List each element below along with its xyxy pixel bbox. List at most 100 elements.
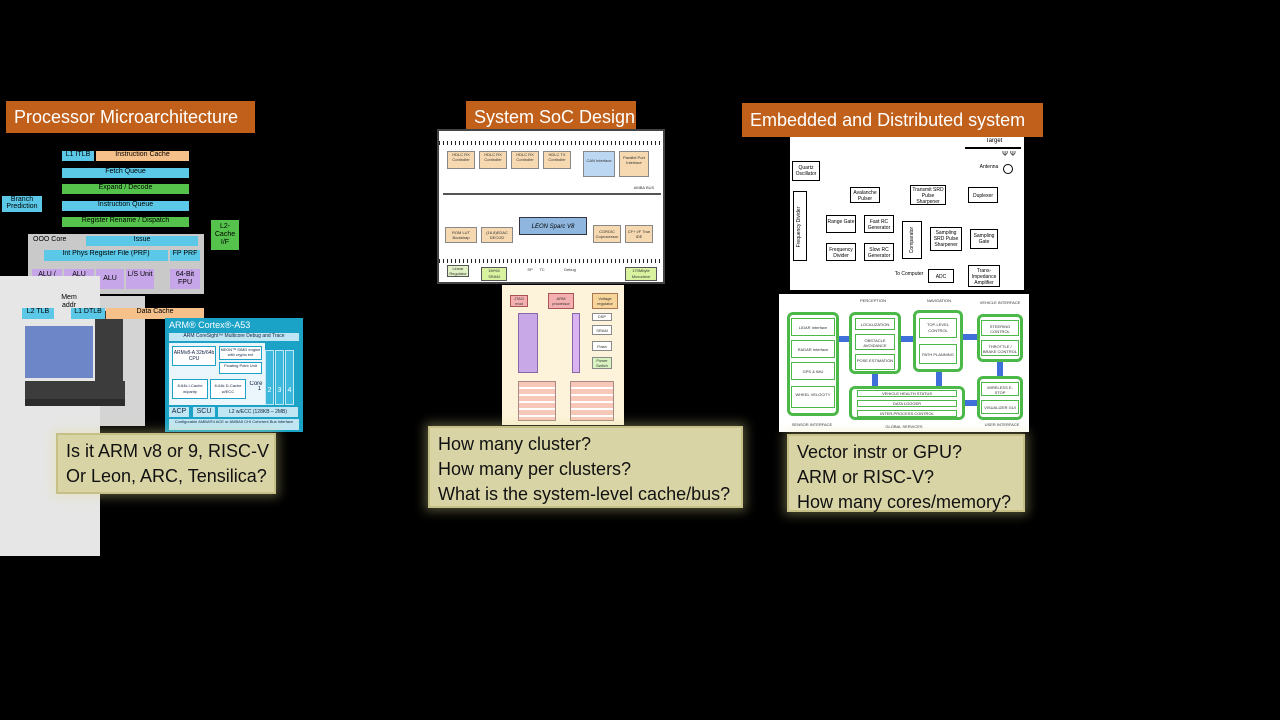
coherent-bus-block: Configurable AMBA®4 ACE or AMBA5 CHI Coh…: [169, 419, 299, 430]
neon-block: NEON™ SIMD engine with crypto ext: [219, 346, 262, 360]
processor-diagram: L1 ITLB Instruction Cache Fetch Queue Ex…: [0, 146, 245, 556]
alu-block: ALU: [96, 269, 124, 289]
acp-block: ACP: [169, 407, 189, 417]
cpu-core-floorplan: [25, 326, 93, 378]
armv8-cpu-block: ARMv8-A 32b/64b CPU: [172, 346, 216, 366]
data-cache-block: Data Cache: [106, 308, 204, 319]
l2-cache-block: L2 w/ECC (128KB – 2MB): [218, 407, 298, 417]
vehicle-health-block: VEHICLE HEALTH STATUS: [857, 390, 957, 397]
leon-soc-diagram: AMBA BUS HDLC RX Controller HDLC RX Cont…: [437, 129, 665, 284]
processor-question-1: Is it ARM v8 or 9, RISC-V: [66, 441, 270, 461]
steering-control-block: STEERING CONTROL: [981, 320, 1019, 336]
arm-processor-block: ARM processor: [548, 293, 574, 309]
fp-prf-block: FP PRF: [170, 250, 200, 261]
processor-section-title: Processor Microarchitecture: [6, 101, 255, 133]
soc-question-3: What is the system-level cache/bus?: [438, 484, 731, 504]
flash-block: Flash: [592, 341, 612, 351]
can-interface-block: CAN Interface: [583, 151, 615, 177]
instruction-cache-block: Instruction Cache: [96, 151, 189, 161]
core-1-number: 1: [257, 386, 262, 392]
adc-block: ADC: [928, 269, 954, 283]
comparator-label: Comparator: [909, 226, 915, 254]
vehicle-interface-group: [977, 314, 1023, 362]
peripheral-table-right: [570, 381, 614, 421]
freq-divider-vertical-label: Frequency Divider: [796, 206, 802, 248]
core-4-card: 4: [285, 350, 294, 405]
arrow-vehicle-user: [997, 362, 1003, 376]
antenna-label: Antenna: [979, 164, 999, 170]
l1-itlb-block: L1 ITLB: [62, 151, 94, 161]
core-label: Core: [249, 381, 263, 387]
register-rename-block: Register Rename / Dispatch: [62, 217, 189, 227]
voltage-regulator-block: Voltage regulator: [592, 293, 618, 309]
int-prf-block: Int Phys Register File (PRF): [44, 250, 168, 261]
radar-interface-block: RADAR Interface: [791, 340, 835, 358]
sp-label: SP: [527, 267, 533, 272]
power-switch-block: Power Switch: [592, 357, 612, 369]
sampling-gate-block: Sampling Gate: [970, 229, 998, 249]
global-services-label: GLOBAL SERVICES: [885, 424, 923, 429]
amba-bus-label: AMBA BUS: [633, 185, 655, 190]
core-panel: ARMv8-A 32b/64b CPU NEON™ SIMD engine wi…: [169, 343, 265, 405]
tia-block: Trans-Impedance Amplifier: [968, 265, 1000, 287]
core-3-card: 3: [275, 350, 284, 405]
cortex-a53-diagram: ARM® Cortex®-A53 ARM CoreSight™ Multicor…: [165, 318, 303, 432]
icache-block: 8-64k I-Cache w/parity: [172, 379, 208, 399]
fast-rc-block: Fast RC Generator: [864, 215, 894, 233]
sampling-sharpener-block: Sampling SRD Pulse Sharpener: [930, 227, 962, 251]
arrow-sensor-perception: [839, 336, 849, 342]
l2-cache-if-block: L2-Cache I/F: [211, 220, 239, 250]
target-line: [965, 147, 1021, 149]
slow-rc-block: Slow RC Generator: [864, 243, 894, 261]
peripheral-table-left: [518, 381, 556, 421]
top-level-control-block: TOP-LEVEL CONTROL: [919, 318, 957, 338]
soc-section-title: System SoC Design: [466, 101, 636, 133]
linear-regulator-block: Linear Regulator: [447, 265, 469, 277]
data-logger-block: DATA LOGGER: [857, 400, 957, 407]
fpu-block: 64-Bit FPU: [170, 269, 200, 289]
pose-estimation-block: POSE ESTIMATION: [855, 354, 895, 370]
bottom-pin-row: [439, 259, 663, 263]
to-computer-label: To Computer: [894, 271, 924, 277]
throttle-brake-block: THROTTLE / BRAKE CONTROL: [981, 340, 1019, 356]
target-label: Target: [985, 138, 1003, 144]
path-planning-block: PATH PLANNING: [919, 344, 957, 364]
radar-block-diagram: Target Ψ Ψ Antenna Quartz Oscillator Fre…: [790, 137, 1024, 290]
edac-block: (16,8)EDAC DECOD: [481, 227, 513, 243]
memory-controller-column: [572, 313, 580, 373]
hdlc-tx-block: HDLC TX Controller: [543, 151, 571, 169]
processor-questions: Is it ARM v8 or 9, RISC-V Or Leon, ARC, …: [56, 433, 276, 494]
amba-bus-line: [443, 193, 661, 195]
tc-label: TC: [539, 267, 545, 272]
arrow-perception-navigation: [901, 336, 913, 342]
embedded-questions: Vector instr or GPU? ARM or RISC-V? How …: [787, 434, 1025, 512]
hdlc-rx-1-block: HDLC RX Controller: [447, 151, 475, 169]
embedded-question-3: How many cores/memory?: [797, 492, 1012, 512]
expand-decode-block: Expand / Decode: [62, 184, 189, 194]
sensor-interface-label: SENSOR INTERFACE: [791, 422, 833, 427]
range-gate-block: Range Gate: [826, 215, 856, 233]
sensor-group: [787, 312, 839, 416]
coresight-block: ARM CoreSight™ Multicore Debug and Trace: [169, 333, 299, 341]
sram-chip-block: 1M*64 SRAM: [481, 267, 507, 281]
top-pin-row: [439, 141, 663, 145]
dcache-block: 8-64k D-Cache w/ECC: [210, 379, 246, 399]
gpu-floorplan: [95, 311, 123, 381]
fpu-unit-block: Floating Point Unit: [219, 362, 262, 374]
vehicle-interface-label: VEHICLE INTERFACE: [979, 300, 1021, 305]
gps-imu-block: GPS & IMU: [791, 362, 835, 380]
issue-block: Issue: [86, 236, 198, 246]
user-interface-label: USER INTERFACE: [984, 422, 1020, 427]
soc-question-1: How many cluster?: [438, 434, 592, 454]
navigation-label: NAVIGATION: [926, 298, 952, 303]
core-2-card: 2: [265, 350, 274, 405]
arrow-global-user: [965, 400, 977, 406]
rom-lut-block: ROM LUT Bootstrap: [445, 227, 477, 243]
ls-unit-block: L/S Unit: [126, 269, 154, 289]
embedded-question-2: ARM or RISC-V?: [797, 467, 935, 487]
instruction-queue-block: Instruction Queue: [62, 201, 189, 211]
bus-matrix-floorplan: [25, 381, 125, 399]
debug-label: Debug: [564, 267, 576, 272]
inter-process-control-block: INTER-PROCESS CONTROL: [857, 410, 957, 417]
a53-title: ARM® Cortex®-A53: [169, 320, 251, 330]
